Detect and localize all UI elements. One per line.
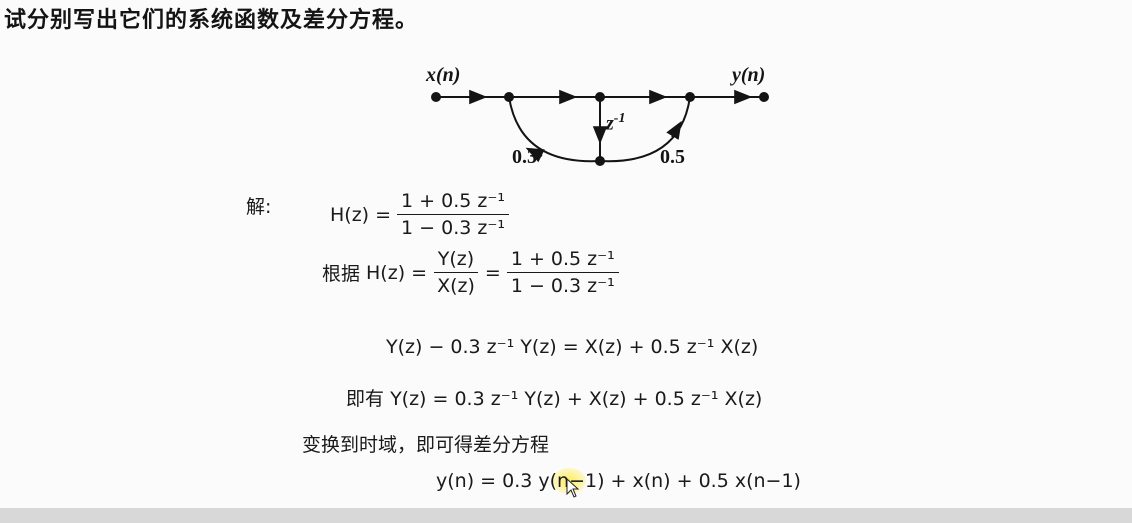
mouse-cursor-icon	[566, 478, 580, 498]
h2-numerator: 1 + 0.5 z⁻¹	[506, 248, 619, 273]
h-lhs: H(z) =	[330, 203, 392, 226]
branch-feedback-0.3	[508, 96, 601, 163]
solution-label: 解:	[246, 196, 272, 218]
h2-denominator: 1 − 0.3 z⁻¹	[510, 275, 615, 297]
ratio-equation: 根据 H(z) = Y(z) X(z) = 1 + 0.5 z⁻¹ 1 − 0.…	[322, 248, 619, 297]
genju-text: 根据	[322, 263, 361, 285]
node-sum	[685, 92, 695, 102]
node-split	[504, 92, 514, 102]
transfer-function: H(z) = 1 + 0.5 z⁻¹ 1 − 0.3 z⁻¹	[330, 190, 510, 239]
equation-line-2-expr: Y(z) = 0.3 z⁻¹ Y(z) + X(z) + 0.5 z⁻¹ X(z…	[390, 388, 763, 410]
difference-equation: y(n) = 0.3 y(n−1) + x(n) + 0.5 x(n−1)	[436, 470, 801, 492]
signal-flow-graph	[431, 89, 769, 166]
equals-sign: =	[484, 261, 501, 284]
equation-line-2: 即有 Y(z) = 0.3 z⁻¹ Y(z) + X(z) + 0.5 z⁻¹ …	[346, 384, 762, 411]
gain-right: 0.5	[660, 146, 685, 168]
h2-fraction: 1 + 0.5 z⁻¹ 1 − 0.3 z⁻¹	[506, 248, 619, 297]
output-label: y(n)	[732, 64, 766, 86]
bottom-edge-strip	[0, 508, 1132, 523]
h-numerator: 1 + 0.5 z⁻¹	[397, 190, 510, 215]
node-delay-bottom	[595, 156, 605, 166]
h2-lhs: H(z) =	[366, 261, 428, 284]
h-denominator: 1 − 0.3 z⁻¹	[401, 217, 506, 239]
input-label: x(n)	[426, 64, 461, 86]
xz-denominator: X(z)	[437, 275, 475, 297]
yz-numerator: Y(z)	[433, 248, 479, 273]
h-fraction: 1 + 0.5 z⁻¹ 1 − 0.3 z⁻¹	[397, 190, 510, 239]
problem-statement: 试分别写出它们的系统函数及差分方程。	[4, 8, 419, 33]
jiyou-text: 即有	[346, 388, 385, 410]
branch-feedforward-0.5	[599, 96, 691, 163]
delay-base: z	[606, 112, 614, 135]
yx-fraction: Y(z) X(z)	[433, 248, 479, 297]
node-center-top	[595, 92, 605, 102]
delay-label: z-1	[606, 111, 625, 136]
delay-exponent: -1	[613, 111, 626, 126]
equation-line-1: Y(z) − 0.3 z⁻¹ Y(z) = X(z) + 0.5 z⁻¹ X(z…	[386, 336, 759, 358]
gain-left: 0.3	[512, 146, 537, 168]
node-input	[431, 92, 441, 102]
node-output	[759, 92, 769, 102]
transform-text: 变换到时域，即可得差分方程	[302, 434, 550, 456]
